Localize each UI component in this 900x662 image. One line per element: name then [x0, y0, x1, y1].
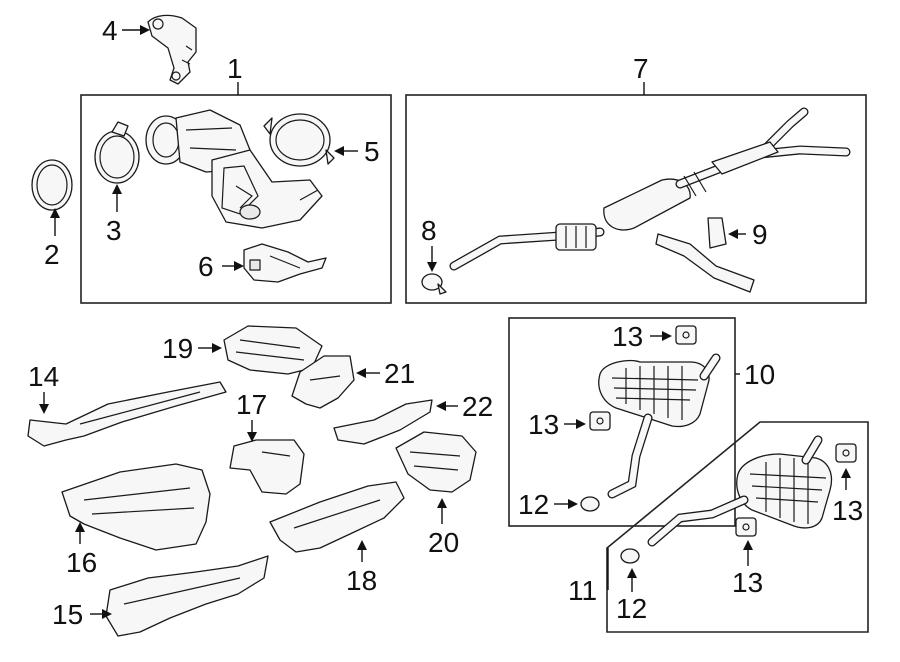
callout-1: 1 — [227, 53, 243, 84]
catalytic-converter[interactable] — [145, 109, 323, 229]
callout-13a: 13 — [612, 321, 643, 352]
callout-13d: 13 — [732, 567, 763, 598]
muffler-10[interactable] — [598, 353, 721, 499]
clamp-12a[interactable] — [580, 496, 600, 512]
callout-6: 6 — [198, 251, 214, 282]
callout-15: 15 — [52, 599, 83, 630]
hanger-13c[interactable] — [835, 443, 857, 463]
heat-shield-18[interactable] — [269, 481, 405, 553]
callout-7: 7 — [633, 53, 649, 84]
callout-13c: 13 — [832, 495, 863, 526]
callout-labels: 1 2 3 4 5 6 7 8 9 10 11 12 12 13 13 13 1… — [28, 15, 863, 630]
heat-shield-15[interactable] — [105, 555, 269, 637]
callout-22: 22 — [462, 391, 493, 422]
callout-14: 14 — [28, 361, 59, 392]
callout-2: 2 — [44, 239, 60, 270]
clamp-12b[interactable] — [620, 548, 640, 564]
group-box-11 — [606, 421, 869, 633]
heat-shield-20[interactable] — [395, 431, 477, 493]
callout-11: 11 — [568, 575, 597, 606]
heat-shield-16[interactable] — [61, 463, 211, 551]
group-box-10 — [508, 317, 736, 527]
leader-lines — [39, 25, 851, 619]
callout-21: 21 — [384, 358, 415, 389]
callout-8: 8 — [421, 215, 437, 246]
callout-17: 17 — [236, 389, 267, 420]
group-box-1 — [80, 94, 392, 304]
exhaust-pipe-assembly[interactable] — [449, 107, 851, 271]
heat-shield-21[interactable] — [291, 355, 355, 409]
callout-5: 5 — [364, 136, 380, 167]
clamp-5[interactable] — [263, 113, 335, 167]
heat-shield-14[interactable] — [27, 381, 227, 447]
callout-20: 20 — [428, 527, 459, 558]
converter-heat-shield[interactable] — [243, 243, 327, 283]
callout-18: 18 — [346, 565, 377, 596]
heat-shield-17[interactable] — [229, 439, 305, 495]
callout-10: 10 — [744, 359, 775, 390]
callout-16: 16 — [66, 547, 97, 578]
group-box-7 — [405, 94, 867, 304]
clamp-8[interactable] — [421, 273, 447, 295]
clamp-3[interactable] — [94, 121, 140, 184]
callout-12a: 12 — [518, 489, 549, 520]
callout-4: 4 — [102, 15, 118, 46]
muffler-11[interactable] — [647, 435, 833, 547]
callout-19: 19 — [162, 333, 193, 364]
callout-12b: 12 — [616, 593, 647, 624]
heat-shield-22[interactable] — [333, 399, 433, 445]
converter-bracket[interactable] — [147, 14, 197, 85]
callout-13b: 13 — [528, 409, 559, 440]
callout-9: 9 — [752, 219, 768, 250]
callout-3: 3 — [106, 215, 122, 246]
hanger-13a[interactable] — [675, 325, 697, 345]
hanger-13b[interactable] — [589, 411, 611, 431]
ring-gasket[interactable] — [31, 159, 73, 211]
hanger-9[interactable] — [655, 217, 755, 293]
hanger-13d[interactable] — [735, 517, 757, 537]
